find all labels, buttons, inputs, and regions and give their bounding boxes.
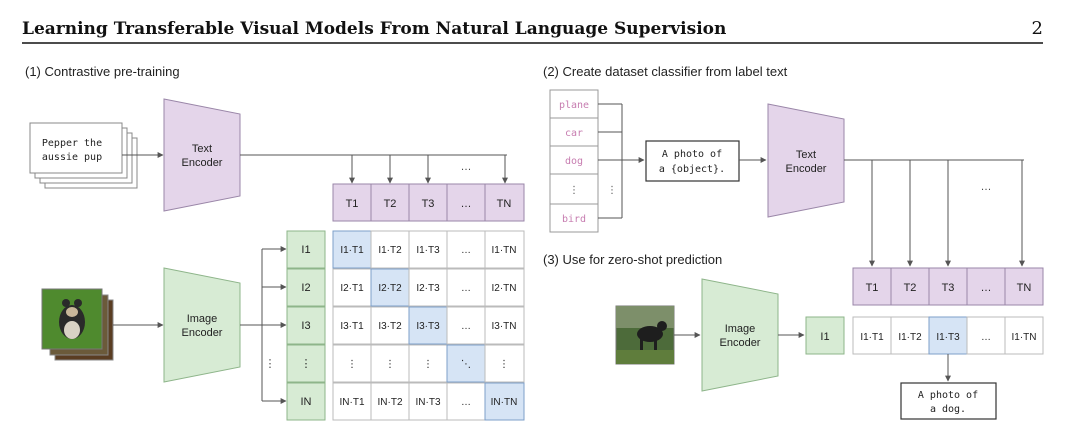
section-3-label: (3) Use for zero-shot prediction	[543, 252, 722, 267]
prompt-template-text: a {object}.	[659, 164, 725, 175]
matrix-cell: I3·TN	[492, 321, 517, 332]
score-cell: I1·T3	[936, 332, 960, 343]
text-embedding-row-2: T1 T2 T3 … TN	[852, 267, 1044, 306]
section-2-label: (2) Create dataset classifier from label…	[543, 64, 788, 79]
paper-title: Learning Transferable Visual Models From…	[22, 19, 726, 39]
prediction-line-1: A photo of	[918, 390, 978, 401]
image-stack	[41, 288, 114, 361]
caption-line-2: aussie pup	[42, 152, 102, 163]
text-encoder-2	[767, 103, 845, 218]
matrix-cell: IN·T1	[340, 397, 365, 408]
image-encoder-1	[163, 267, 241, 383]
matrix-cell: I2·T3	[416, 283, 440, 294]
matrix-cell: ⋱	[461, 359, 471, 370]
prompt-template-line-2: a {object}.	[659, 164, 725, 175]
matrix-cell: I2·T1	[340, 283, 364, 294]
section-1-label: (1) Contrastive pre-training	[25, 64, 180, 79]
label-dots: ⋮	[569, 185, 579, 196]
image-encoder-2-label-a: Image	[725, 323, 756, 335]
query-image	[615, 305, 675, 365]
t-cell: T1	[866, 282, 879, 294]
image-encoder-2	[701, 278, 779, 392]
page-number: 2	[1032, 18, 1043, 39]
text-fanout-1: …	[240, 154, 508, 184]
i-cell: IN	[301, 396, 312, 408]
image-encoder-1-label-a: Image	[187, 313, 218, 325]
prompt-template-box	[645, 140, 740, 182]
matrix-cell: I3·T3	[416, 321, 440, 332]
fanout-2-dots: …	[981, 181, 992, 193]
image-encoder-1-label-b: Encoder	[182, 327, 223, 339]
image-fanout-1: ⋮	[240, 246, 287, 404]
matrix-cell: IN·T3	[416, 397, 441, 408]
text-encoder-2-label-a: Text	[796, 149, 816, 161]
text-encoder-1-label-b: Encoder	[182, 157, 223, 169]
t-cell: T3	[422, 198, 435, 210]
matrix-cell: …	[461, 283, 471, 294]
score-cell: I1·T1	[860, 332, 884, 343]
i-cell: I2	[301, 282, 310, 294]
text-embedding-row-1: T1 T2 T3 … TN	[332, 183, 525, 222]
matrix-cell: …	[461, 245, 471, 256]
matrix-cell: ⋮	[385, 359, 395, 370]
label-plane: plane	[559, 100, 589, 111]
t-cell: T1	[346, 198, 359, 210]
matrix-cell: IN·TN	[491, 397, 518, 408]
matrix-cell: IN·T2	[378, 397, 403, 408]
text-encoder-1	[163, 98, 241, 212]
text-encoder-1-label-a: Text	[192, 143, 212, 155]
matrix-cell: I3·T2	[378, 321, 402, 332]
matrix-cell: ⋮	[347, 359, 357, 370]
matrix-cell: …	[461, 321, 471, 332]
label-car: car	[565, 128, 583, 139]
image-embedding-i1-label: I1	[820, 331, 829, 343]
matrix-cell: I1·TN	[492, 245, 517, 256]
image-encoder-2-label-b: Encoder	[720, 337, 761, 349]
t-cell: …	[981, 282, 992, 294]
label-dog: dog	[565, 156, 583, 167]
matrix-cell: I3·T1	[340, 321, 364, 332]
score-cell: …	[981, 332, 991, 343]
t-cell: T2	[384, 198, 397, 210]
t-cell: T3	[942, 282, 955, 294]
label-merge-lines: ⋮	[598, 103, 645, 219]
fanout-1-dots: …	[461, 161, 472, 173]
t-cell: TN	[497, 198, 512, 210]
score-row: I1·T1 I1·T2 I1·T3 … I1·TN	[852, 316, 1044, 355]
t-cell: …	[461, 198, 472, 210]
matrix-cell: …	[461, 397, 471, 408]
i-cell: ⋮	[301, 358, 312, 370]
i-cell: I1	[301, 244, 310, 256]
prediction-box	[900, 382, 997, 420]
score-cell: I1·T2	[898, 332, 922, 343]
score-cell: I1·TN	[1012, 332, 1037, 343]
fanout-image-dots: ⋮	[265, 358, 276, 370]
text-encoder-2-label-b: Encoder	[786, 163, 827, 175]
label-list: plane car dog ⋮ bird	[549, 89, 599, 233]
similarity-matrix: I1·T1 I1·T2 I1·T3 … I1·TN I2·T1 I2·T2 I2…	[332, 230, 525, 421]
matrix-cell: I1·T3	[416, 245, 440, 256]
i-cell: I3	[301, 320, 310, 332]
matrix-cell: ⋮	[423, 359, 433, 370]
matrix-cell: I2·TN	[492, 283, 517, 294]
prompt-template-line-1: A photo of	[662, 149, 722, 160]
caption-stack: Pepper the aussie pup	[29, 122, 138, 189]
t-cell: T2	[904, 282, 917, 294]
image-embedding-col-1: I1 I2 I3 ⋮ IN	[286, 230, 326, 421]
text-fanout-2: …	[844, 159, 1025, 267]
label-side-dots: ⋮	[607, 185, 617, 196]
prediction-line-2: a dog.	[930, 404, 966, 415]
matrix-cell: I1·T1	[340, 245, 364, 256]
image-embedding-i1	[805, 316, 845, 355]
caption-line-1: Pepper the	[42, 138, 102, 149]
label-bird: bird	[562, 214, 586, 225]
matrix-cell: I2·T2	[378, 283, 402, 294]
matrix-cell: ⋮	[499, 359, 509, 370]
t-cell: TN	[1017, 282, 1032, 294]
matrix-cell: I1·T2	[378, 245, 402, 256]
